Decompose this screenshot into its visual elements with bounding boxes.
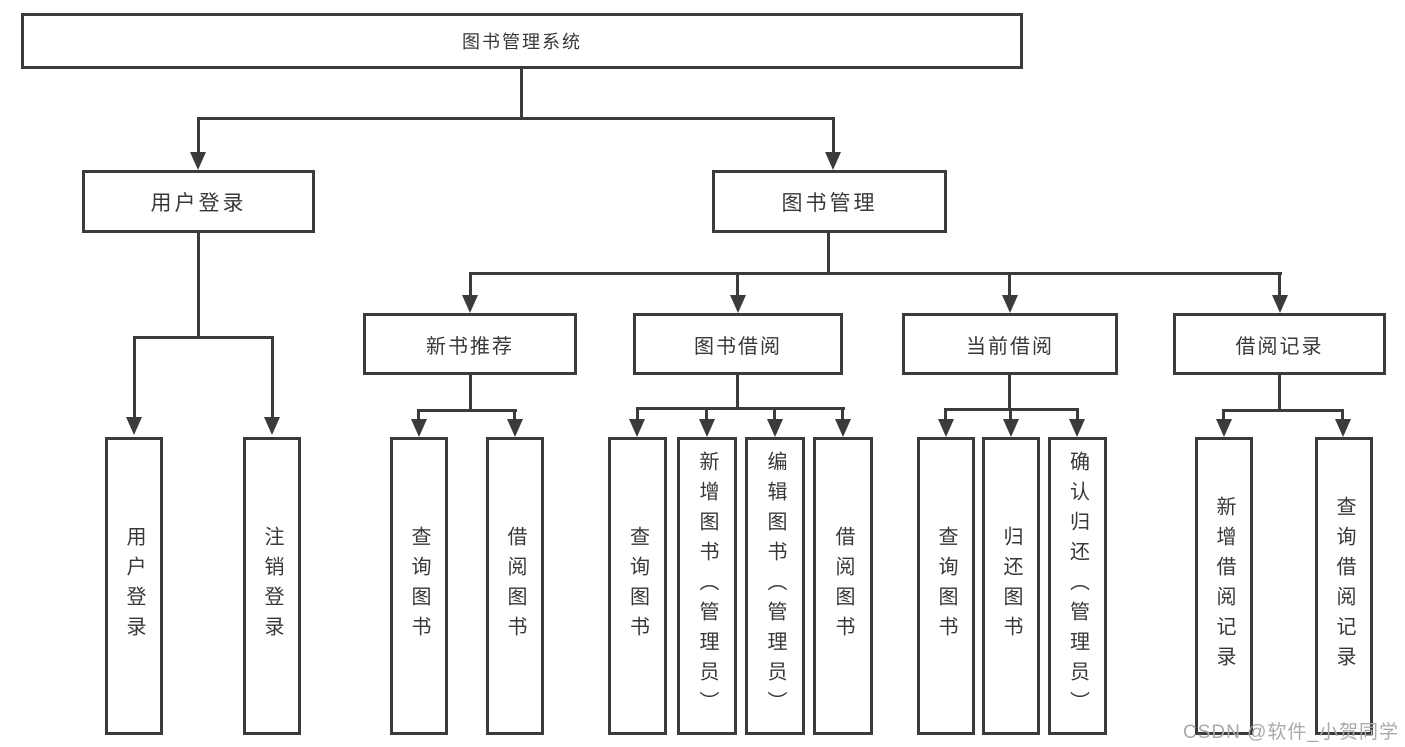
arrow-down-icon [462,295,478,313]
node-root: 图书管理系统 [21,13,1023,69]
arrow-down-icon [1272,295,1288,313]
connector-line [636,407,845,410]
connector-line [469,272,472,297]
connector-line [469,272,1282,275]
connector-line [469,375,472,411]
node-new-book-recommend-label: 新书推荐 [426,335,514,358]
arrow-down-icon [730,295,746,313]
arrow-down-icon [1002,295,1018,313]
connector-line [417,409,420,421]
leaf-newbook-query-label: 查询图书 [408,526,430,646]
arrow-down-icon [190,152,206,170]
leaf-borrow-edit-admin: 编辑图书（管理员） [745,437,805,735]
arrow-down-icon [1216,419,1232,437]
arrow-down-icon [1335,419,1351,437]
leaf-user-login: 用户登录 [105,437,163,735]
connector-line [1008,272,1011,297]
node-new-book-recommend: 新书推荐 [363,313,577,375]
arrow-down-icon [126,417,142,435]
arrow-down-icon [264,417,280,435]
arrow-down-icon [835,419,851,437]
leaf-borrow-borrow: 借阅图书 [813,437,873,735]
node-current-borrow: 当前借阅 [902,313,1118,375]
arrow-down-icon [767,419,783,437]
connector-line [636,407,639,421]
node-borrow-records: 借阅记录 [1173,313,1386,375]
connector-line [197,117,200,154]
leaf-borrow-add-admin-label: 新增图书（管理员） [696,451,718,721]
node-book-management: 图书管理 [712,170,947,233]
leaf-borrow-query-label: 查询图书 [626,526,649,646]
leaf-newbook-query: 查询图书 [390,437,448,735]
connector-line [1222,409,1344,412]
node-user-login: 用户登录 [82,170,315,233]
connector-line [773,407,776,421]
connector-line [513,409,516,421]
node-book-borrow: 图书借阅 [633,313,843,375]
arrow-down-icon [1069,419,1085,437]
arrow-down-icon [629,419,645,437]
leaf-newbook-borrow-label: 借阅图书 [504,526,526,646]
leaf-logout: 注销登录 [243,437,301,735]
connector-line [133,336,136,419]
node-user-login-label: 用户登录 [150,191,247,215]
connector-line [736,375,739,409]
connector-line [1278,375,1281,411]
connector-line [197,117,835,120]
connector-line [271,336,274,419]
connector-line [736,272,739,297]
connector-line [841,407,844,421]
connector-line [1341,409,1344,421]
connector-line [1076,408,1079,421]
leaf-logout-label: 注销登录 [261,526,283,646]
arrow-down-icon [1003,419,1019,437]
connector-line [1278,272,1281,297]
arrow-down-icon [507,419,523,437]
leaf-records-query: 查询借阅记录 [1315,437,1373,735]
node-root-label: 图书管理系统 [462,32,582,52]
leaf-records-query-label: 查询借阅记录 [1333,496,1355,676]
leaf-records-add: 新增借阅记录 [1195,437,1253,735]
node-current-borrow-label: 当前借阅 [966,335,1054,358]
node-book-borrow-label: 图书借阅 [694,335,782,358]
leaf-current-query-label: 查询图书 [935,526,957,646]
leaf-newbook-borrow: 借阅图书 [486,437,544,735]
connector-line [1009,408,1012,421]
arrow-down-icon [699,419,715,437]
leaf-current-query: 查询图书 [917,437,975,735]
connector-line [827,233,830,274]
arrow-down-icon [825,152,841,170]
node-borrow-records-label: 借阅记录 [1235,335,1324,358]
leaf-borrow-add-admin: 新增图书（管理员） [677,437,737,735]
connector-line [944,408,947,421]
leaf-current-confirm-admin: 确认归还（管理员） [1048,437,1107,735]
leaf-records-add-label: 新增借阅记录 [1213,496,1235,676]
connector-line [133,336,274,339]
leaf-current-confirm-admin-label: 确认归还（管理员） [1066,451,1089,721]
leaf-current-return: 归还图书 [982,437,1040,735]
leaf-user-login-label: 用户登录 [123,526,145,646]
connector-line [520,68,523,120]
leaf-current-return-label: 归还图书 [1000,526,1022,646]
leaf-borrow-edit-admin-label: 编辑图书（管理员） [764,451,786,721]
arrow-down-icon [411,419,427,437]
connector-line [417,409,517,412]
connector-line [197,233,200,338]
connector-line [1008,375,1011,410]
csdn-watermark: CSDN @软件_小贺同学 [1183,722,1399,743]
connector-line [1222,409,1225,421]
leaf-borrow-query: 查询图书 [608,437,667,735]
node-book-management-label: 图书管理 [781,191,878,215]
leaf-borrow-borrow-label: 借阅图书 [832,526,854,646]
connector-line [832,117,835,154]
arrow-down-icon [938,419,954,437]
connector-line [705,407,708,421]
